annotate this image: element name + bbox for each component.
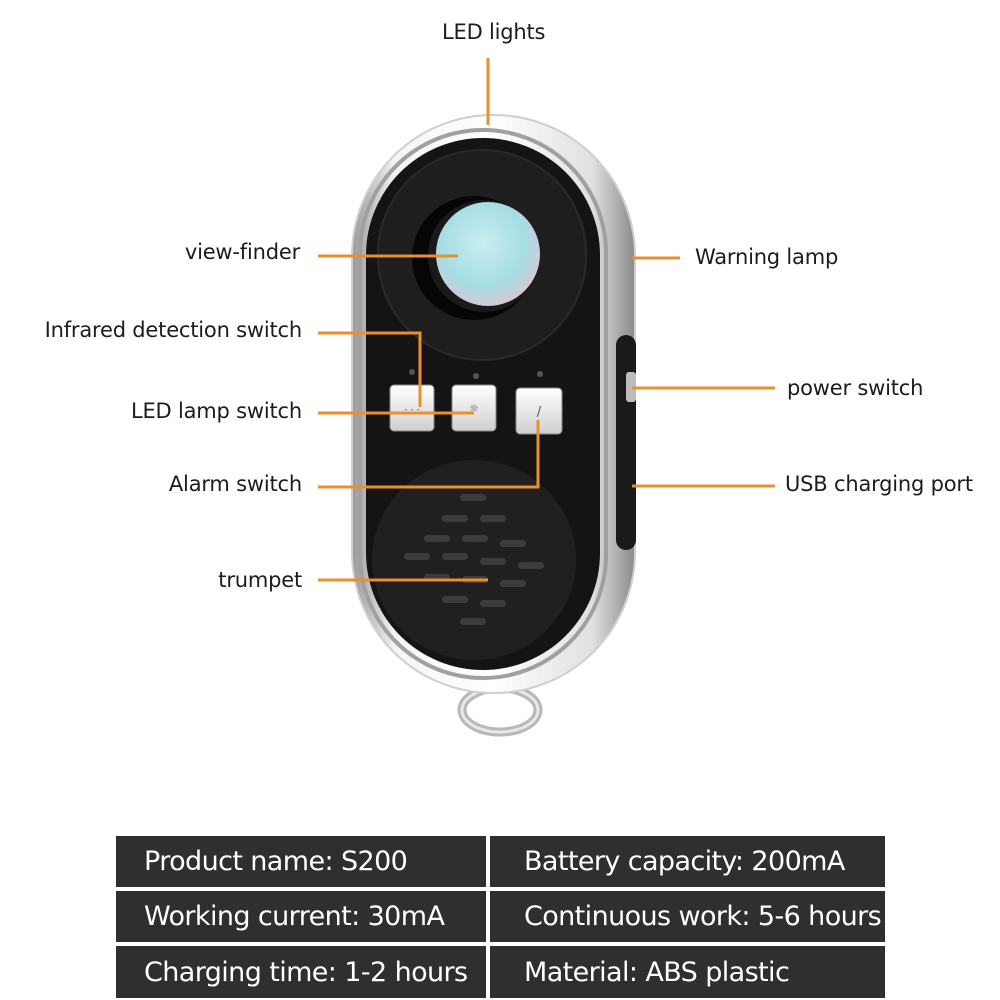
label-usb-port: USB charging port [785,472,973,496]
leader-infrared-switch [318,331,422,407]
label-trumpet: trumpet [218,568,302,592]
leader-alarm-switch [318,420,540,489]
label-view-finder: view-finder [184,240,300,264]
svg-text:☼: ☼ [469,402,479,415]
spec-cell: Continuous work: 5-6 hours [490,891,885,942]
infrared-switch-button[interactable]: - - - [389,384,435,432]
svg-text:/: / [537,405,542,420]
key-ring [457,683,543,737]
spec-cell: Battery capacity: 200mA [490,836,885,887]
leader-lines [318,58,775,582]
trumpet-speaker [372,460,576,660]
power-switch-knob [626,372,636,402]
spec-table: Product name: S200 Battery capacity: 200… [116,836,885,1000]
product-diagram: - - - ☼ / [318,58,775,737]
led-lamp-switch-button[interactable]: ☼ [451,384,497,432]
label-power-switch: power switch [787,376,924,400]
label-warning-lamp: Warning lamp [695,245,839,269]
label-led-lamp-switch: LED lamp switch [130,399,302,423]
spec-cell: Charging time: 1-2 hours [116,946,486,998]
label-led-lights: LED lights [442,20,546,44]
label-infrared-switch: Infrared detection switch [44,318,303,342]
spec-cell: Working current: 30mA [116,891,486,942]
indicator-dots [409,369,543,379]
side-slot [616,335,636,550]
spec-cell: Material: ABS plastic [490,946,885,998]
svg-text:- - -: - - - [404,405,419,415]
label-alarm-switch: Alarm switch [168,472,302,496]
view-finder-lens [412,196,540,320]
spec-cell: Product name: S200 [116,836,486,887]
